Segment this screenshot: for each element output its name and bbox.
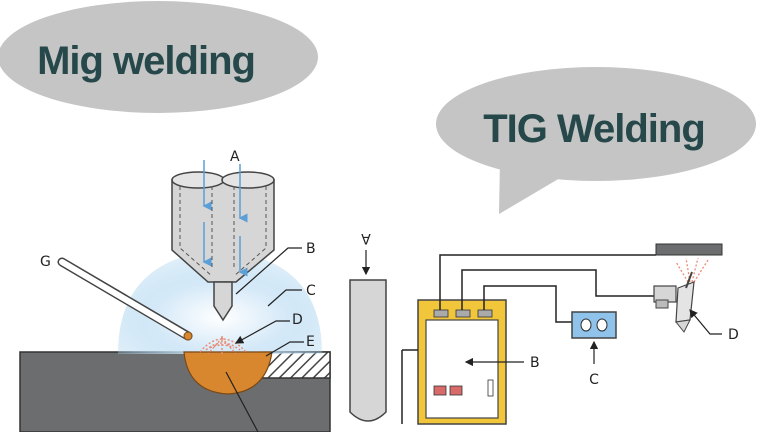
switch-icon <box>449 385 463 396</box>
tig-filler-rod <box>349 279 387 422</box>
mig-label-c: C <box>306 283 316 299</box>
workpiece <box>655 243 723 256</box>
tig-arc-sparks <box>675 257 709 283</box>
tig-title-bubble: TIG Welding <box>436 67 756 214</box>
tig-label-b: B <box>530 355 540 371</box>
mig-label-g: G <box>40 254 51 270</box>
mig-label-b: B <box>306 241 316 257</box>
mig-title-bubble: Mig welding <box>0 1 318 113</box>
mig-diagram: A B C D E G <box>19 149 331 432</box>
contact-tip <box>213 281 233 322</box>
mig-label-a: A <box>230 149 240 165</box>
mig-label-d: D <box>292 312 303 328</box>
weld-pool <box>183 351 273 395</box>
filler-rod <box>57 257 193 341</box>
gas-control-box <box>571 311 617 339</box>
switch-icon <box>433 385 447 396</box>
mig-label-e: E <box>306 334 315 350</box>
tig-label-d: D <box>728 327 739 343</box>
tig-label-a: A <box>361 230 371 246</box>
tig-torch <box>653 271 695 333</box>
tig-cables <box>439 254 656 323</box>
tig-diagram: A B C <box>349 230 739 425</box>
arc-sparks <box>199 336 247 355</box>
mig-title: Mig welding <box>37 39 255 83</box>
gas-flow-arrows <box>202 160 248 277</box>
tig-label-c: C <box>589 372 599 388</box>
tig-title: TIG Welding <box>483 107 705 151</box>
weld-bead <box>261 351 331 379</box>
